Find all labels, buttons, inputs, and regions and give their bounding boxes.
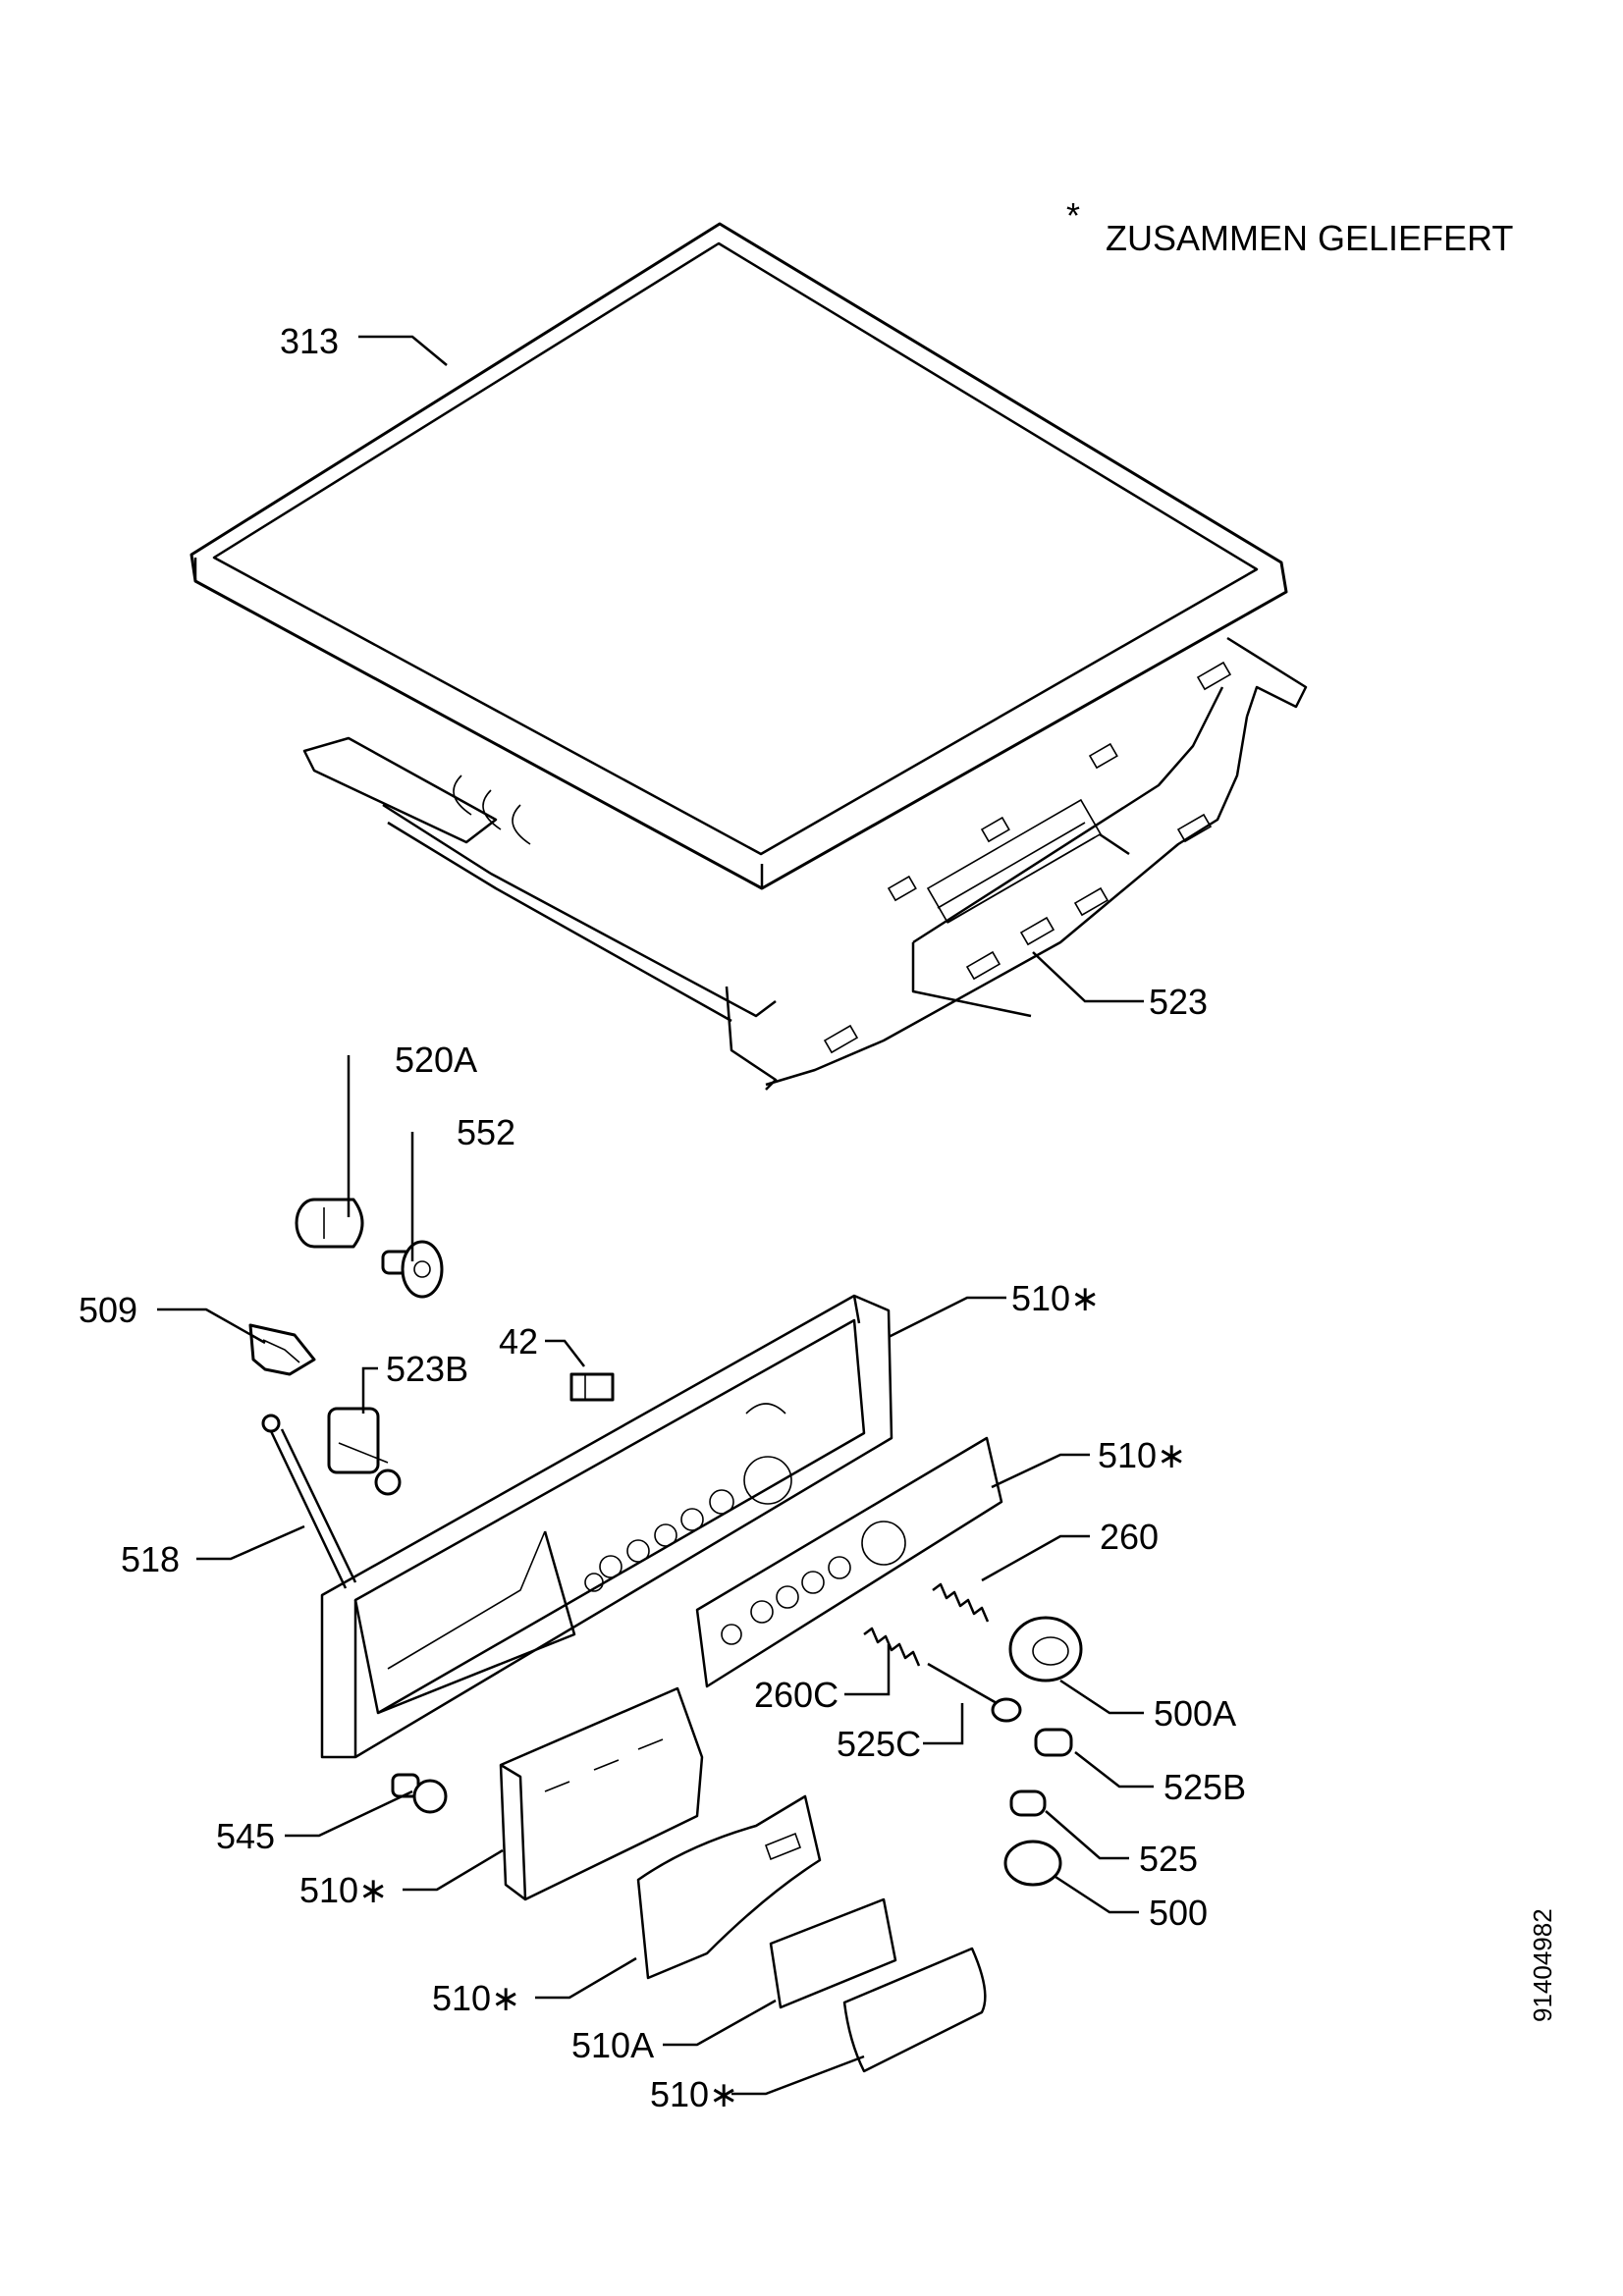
label-260: 260	[1100, 1517, 1159, 1557]
label-545: 545	[216, 1816, 275, 1856]
label-525c: 525C	[837, 1724, 921, 1764]
label-523: 523	[1149, 982, 1208, 1022]
part-42-switch	[569, 1372, 615, 1402]
label-510a: 510A	[571, 2025, 654, 2065]
part-510a-cover	[769, 1897, 897, 2009]
leader-lines	[157, 335, 1154, 2096]
label-313: 313	[280, 321, 339, 361]
label-518: 518	[121, 1539, 180, 1579]
label-510-bottom: 510∗	[650, 2074, 738, 2114]
label-510-panel: 510∗	[1098, 1435, 1186, 1475]
part-525-insert	[1009, 1789, 1047, 1817]
part-520a-knob-holder	[295, 1198, 364, 1249]
label-260c: 260C	[754, 1675, 839, 1715]
part-525c-shaft	[927, 1662, 1022, 1723]
label-42: 42	[499, 1321, 538, 1362]
part-510-drawer-front	[636, 1794, 822, 1980]
part-260c-spring	[863, 1627, 921, 1667]
part-313-top-cover	[189, 222, 1288, 890]
label-509: 509	[79, 1290, 137, 1330]
label-523b: 523B	[386, 1349, 468, 1389]
part-523b-hinge	[327, 1407, 402, 1496]
drawing-number: 91404982	[1528, 1908, 1557, 2022]
part-510-fascia	[695, 1436, 1003, 1688]
label-525b: 525B	[1163, 1767, 1246, 1807]
part-510-drawer-left	[499, 1686, 704, 1901]
part-510-panel-frame	[320, 1294, 893, 1759]
note-asterisk: *	[1066, 195, 1080, 236]
label-500: 500	[1149, 1893, 1208, 1933]
label-510-top: 510∗	[1011, 1278, 1100, 1318]
label-500a: 500A	[1154, 1693, 1236, 1734]
label-520a: 520A	[395, 1040, 477, 1080]
part-545-button	[391, 1773, 448, 1814]
label-510-mid: 510∗	[432, 1978, 520, 2018]
label-510-left: 510∗	[299, 1870, 388, 1910]
part-523-frame	[302, 636, 1308, 1091]
label-552: 552	[457, 1112, 515, 1152]
part-525b-insert	[1034, 1728, 1073, 1757]
part-260-spring	[932, 1582, 990, 1623]
part-509-catch	[248, 1323, 316, 1376]
part-500a-knob	[1008, 1616, 1083, 1682]
label-525: 525	[1139, 1839, 1198, 1879]
part-510-handle	[842, 1947, 987, 2073]
part-500-knob	[1003, 1840, 1062, 1887]
part-518-rod	[261, 1414, 357, 1589]
note-text: ZUSAMMEN GELIEFERT	[1106, 218, 1513, 258]
